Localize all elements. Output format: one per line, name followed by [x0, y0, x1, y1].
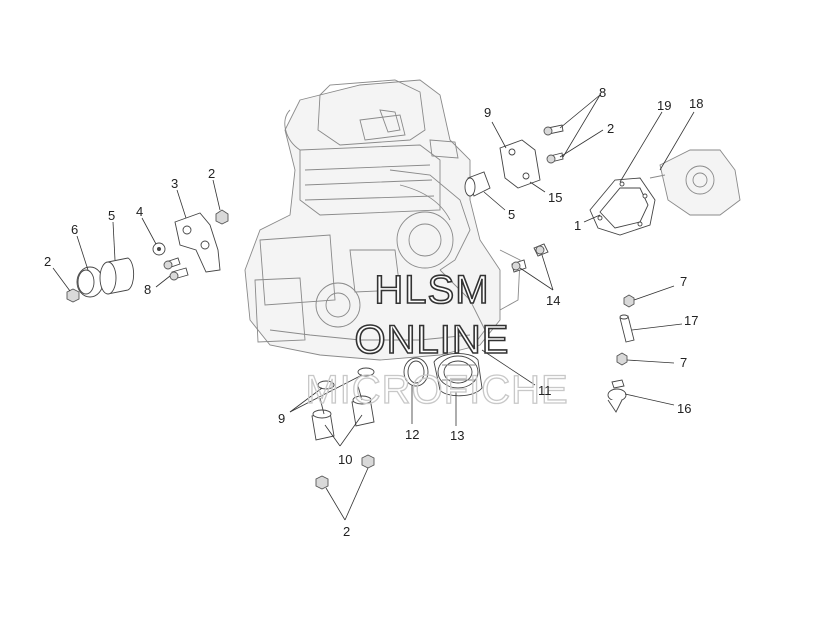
- callout-3: 3: [171, 176, 178, 191]
- nuts-bottom: [315, 454, 375, 490]
- callout-12: 12: [405, 427, 419, 442]
- washer-left: [152, 242, 166, 256]
- rubber-mount-right: [464, 171, 491, 197]
- callout-2-top-right: 2: [607, 121, 614, 136]
- callout-6: 6: [71, 222, 78, 237]
- callout-4: 4: [136, 204, 143, 219]
- callout-7-upper: 7: [680, 274, 687, 289]
- callout-19: 19: [657, 98, 671, 113]
- nut-left: [66, 288, 80, 303]
- callout-5-right: 5: [508, 207, 515, 222]
- rubber-mounts-bottom: [311, 385, 375, 441]
- intake-hose: [433, 353, 483, 397]
- watermark-line-2: ONLINE: [355, 318, 510, 362]
- callout-13: 13: [450, 428, 464, 443]
- rubber-mount-left: [99, 257, 135, 295]
- callout-labels: 1 2 2 2 2 3 4 5 5 6 7 7 8 8 9 9 10 11 12…: [44, 85, 703, 539]
- watermark-line-1: HLSM: [374, 268, 489, 312]
- callout-5-left: 5: [108, 208, 115, 223]
- leader-lines: [52, 94, 695, 521]
- callout-1: 1: [574, 218, 581, 233]
- hose-clamp: [403, 357, 429, 387]
- engine-block: [244, 79, 521, 361]
- engine-bracket-left: [174, 212, 221, 273]
- callout-17: 17: [684, 313, 698, 328]
- mount-plate-right: [499, 139, 541, 189]
- callout-2-bottom: 2: [343, 524, 350, 539]
- callout-2-left: 2: [44, 254, 51, 269]
- mount-cover-left: [76, 266, 104, 298]
- gearbox-cover: [589, 177, 656, 236]
- small-nut-lower-right: [616, 352, 628, 366]
- callout-11: 11: [538, 383, 552, 398]
- callout-2-bracket: 2: [208, 166, 215, 181]
- callout-7-lower: 7: [680, 355, 687, 370]
- small-nut-upper-right: [623, 294, 635, 308]
- callout-9-top: 9: [484, 105, 491, 120]
- callout-8-left: 8: [144, 282, 151, 297]
- callout-14: 14: [546, 293, 560, 308]
- bolts-top-right: [543, 124, 564, 164]
- stud-mount-right: [607, 379, 627, 413]
- bolts-left: [163, 257, 189, 281]
- bolts-center-right: [511, 243, 549, 273]
- callout-18: 18: [689, 96, 703, 111]
- pin-right: [619, 314, 635, 343]
- callout-15: 15: [548, 190, 562, 205]
- nut-bracket: [215, 209, 229, 225]
- callout-10: 10: [338, 452, 352, 467]
- gearbox-housing: [649, 149, 741, 216]
- watermark: HLSM ONLINE MICROFICHE: [305, 267, 569, 412]
- callout-8-top-right: 8: [599, 85, 606, 100]
- watermark-line-3: MICROFICHE: [305, 368, 568, 412]
- callout-16: 16: [677, 401, 691, 416]
- washers-bottom: [317, 367, 375, 390]
- callout-9-bottom: 9: [278, 411, 285, 426]
